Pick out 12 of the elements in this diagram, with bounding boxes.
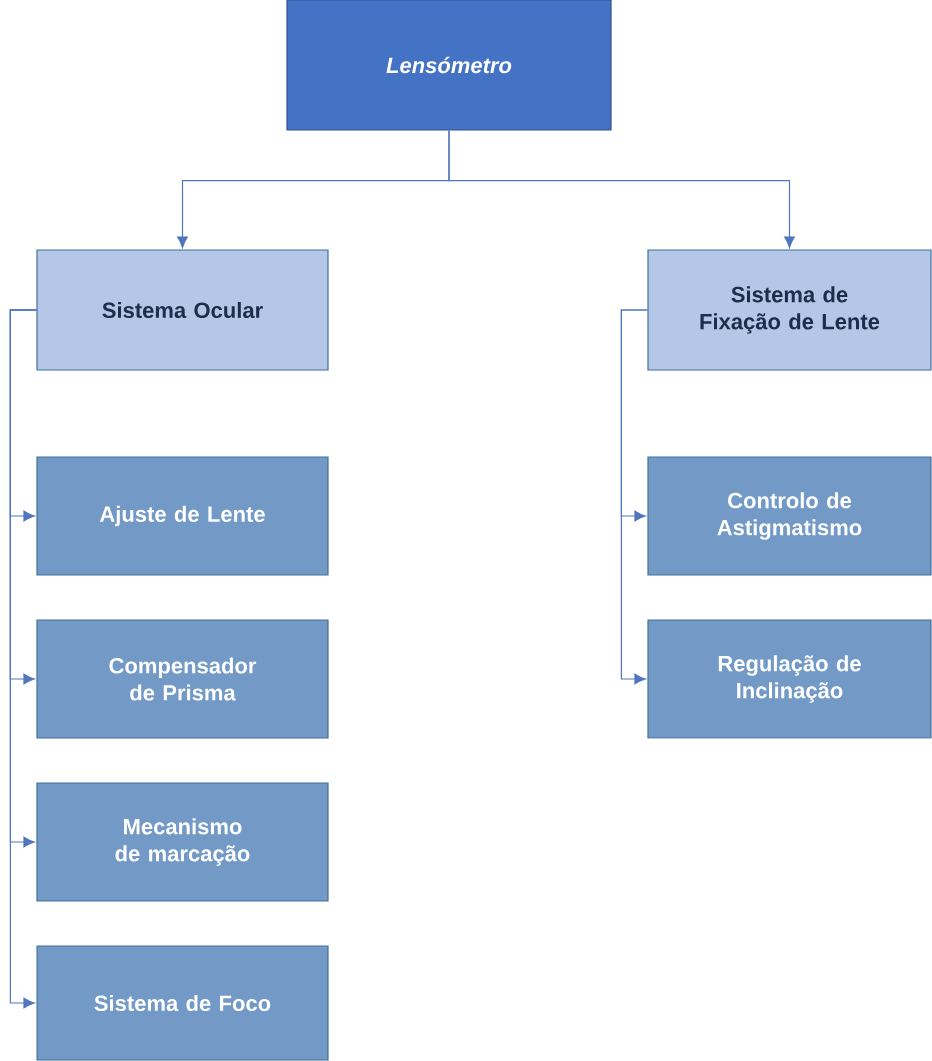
category-box: Sistema Ocular (36, 249, 329, 371)
category-box: Sistema de Fixação de Lente (647, 249, 932, 371)
component-box: Ajuste de Lente (36, 456, 329, 576)
arrow (448, 130, 795, 248)
arrow (9, 309, 37, 1009)
title-box: Lensómetro (286, 0, 612, 131)
component-box: Controlo de Astigmatismo (647, 456, 932, 576)
component-box: Compensador de Prisma (36, 619, 329, 739)
component-box: Regulação de Inclinação (647, 619, 932, 739)
component-box: Mecanismo de marcação (36, 782, 329, 902)
component-box: Sistema de Foco (36, 945, 329, 1061)
arrow (620, 309, 648, 685)
